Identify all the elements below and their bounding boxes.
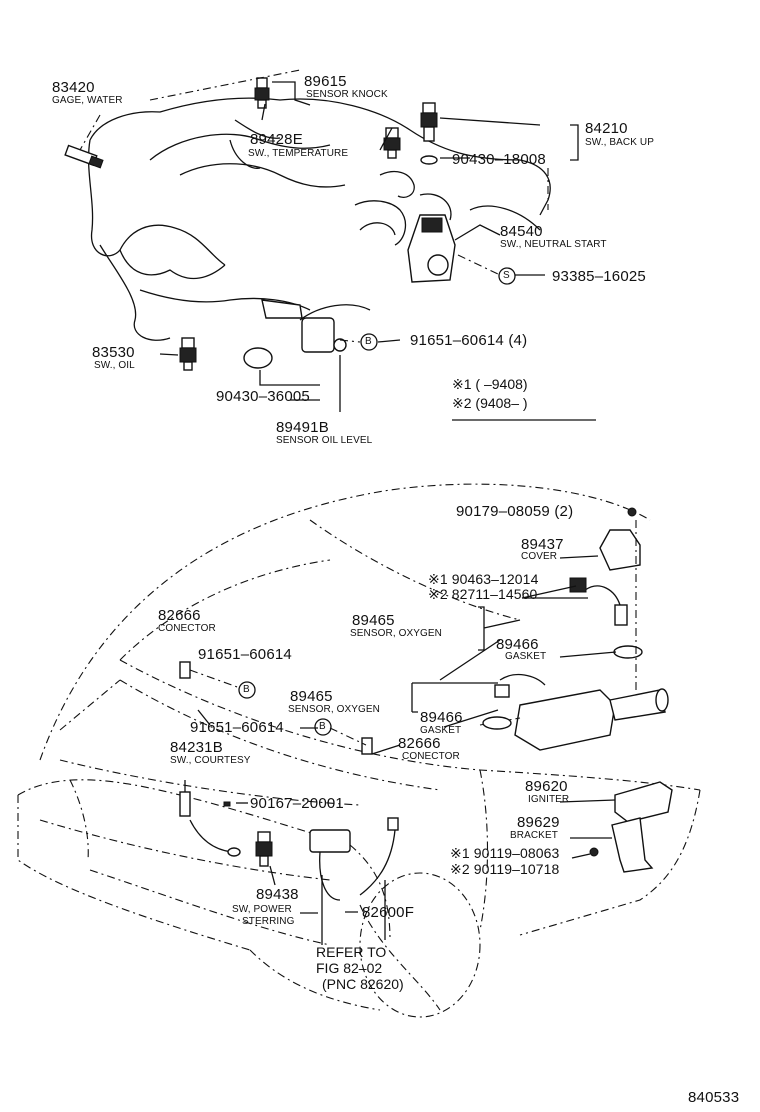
- part-name-89615: SENSOR KNOCK: [306, 89, 388, 100]
- neutral-start-switch-part: [407, 214, 456, 283]
- lower-leaders: [184, 520, 637, 945]
- part-name-82666-1: CONECTOR: [158, 623, 216, 634]
- part-name-89466-2: GASKET: [420, 725, 462, 736]
- part-number-89438: 89438: [256, 886, 299, 903]
- part-number-89428e: 89428E: [250, 131, 303, 148]
- part-name-84210: SW., BACK UP: [585, 137, 654, 148]
- part-number-89491b: 89491B: [276, 419, 329, 436]
- part-number-82711: ※2 82711–14560: [428, 586, 538, 602]
- exhaust-pipe: [479, 688, 669, 751]
- part-number-82600f: 82600F: [362, 904, 415, 921]
- part-number-90430-18008: 90430–18008: [452, 151, 546, 168]
- part-name-89466-1: GASKET: [505, 651, 547, 662]
- oxygen-sensor-2-part: [482, 673, 546, 730]
- car-outline: [17, 483, 701, 1018]
- part-number-90179: 90179–08059 (2): [456, 503, 574, 520]
- part-name-82666-2: CONECTOR: [402, 751, 460, 762]
- part-number-89629: 89629: [517, 814, 560, 831]
- part-number-89466-2: 89466: [420, 709, 463, 726]
- backup-switch-part: [420, 102, 438, 165]
- part-name-89437: COVER: [521, 551, 558, 562]
- circle-b-letter-3: B: [319, 721, 326, 732]
- temperature-switch-part: [383, 127, 401, 159]
- engine-outline: [87, 97, 551, 341]
- part-name-89465-1: SENSOR, OXYGEN: [350, 628, 442, 639]
- part-name-89428e: SW., TEMPERATURE: [248, 148, 349, 159]
- circle-b-letter-2: B: [243, 684, 250, 695]
- refer-line-3: (PNC 82620): [322, 976, 404, 992]
- part-number-89465-2: 89465: [290, 688, 333, 705]
- bracket-part: [589, 817, 654, 873]
- part-number-84231b: 84231B: [170, 739, 223, 756]
- part-number-90430-36005: 90430–36005: [216, 388, 310, 405]
- igniter-part: [614, 781, 673, 823]
- cover-part: [599, 507, 641, 571]
- circle-marks: [238, 267, 516, 736]
- refer-line-2: FIG 82–02: [316, 960, 383, 976]
- part-name-89620: IGNITER: [528, 794, 570, 805]
- circle-b-letter-1: B: [365, 336, 372, 347]
- note-1: ※1 ( –9408): [452, 376, 528, 392]
- part-number-84210: 84210: [585, 120, 628, 137]
- part-number-90119-2: ※2 90119–10718: [450, 861, 560, 877]
- courtesy-switch-part: [179, 791, 241, 857]
- part-number-89437: 89437: [521, 536, 564, 553]
- water-gage-part: [64, 144, 104, 169]
- part-name-83420: GAGE, WATER: [52, 95, 123, 106]
- circle-s-letter: S: [503, 270, 510, 281]
- oil-level-sensor-part: [243, 299, 347, 369]
- part-number-90167: 90167–20001: [250, 795, 344, 812]
- part-number-90463: ※1 90463–12014: [428, 571, 539, 587]
- note-2: ※2 (9408– ): [452, 395, 528, 411]
- part-number-91651-4: 91651–60614 (4): [410, 332, 528, 349]
- oxygen-sensor-1-part: [569, 577, 643, 659]
- knock-sensor-part: [254, 77, 270, 109]
- refer-line-1: REFER TO: [316, 944, 387, 960]
- part-name-84540: SW., NEUTRAL START: [500, 239, 607, 250]
- part-number-83420: 83420: [52, 79, 95, 96]
- power-steering-switch-part: [255, 831, 273, 867]
- engine-leaders: [79, 69, 596, 421]
- part-name-89629: BRACKET: [510, 830, 558, 841]
- part-name-83530: SW., OIL: [94, 360, 135, 371]
- wire-harness-part: [309, 817, 399, 901]
- part-number-89615: 89615: [304, 73, 347, 90]
- part-name-89438-line1: SW, POWER: [232, 904, 292, 915]
- part-number-91651-c: 91651–60614: [190, 719, 284, 736]
- part-number-82666-2: 82666: [398, 735, 441, 752]
- part-number-84540: 84540: [500, 223, 543, 240]
- part-number-82666-1: 82666: [158, 607, 201, 624]
- figure-id: 840533: [688, 1089, 740, 1106]
- part-number-93385: 93385–16025: [552, 268, 646, 285]
- part-name-89465-2: SENSOR, OXYGEN: [288, 704, 380, 715]
- part-number-89620: 89620: [525, 778, 568, 795]
- part-number-83530: 83530: [92, 344, 135, 361]
- part-number-89466-1: 89466: [496, 636, 539, 653]
- part-number-91651-b: 91651–60614: [198, 646, 292, 663]
- part-number-90119-1: ※1 90119–08063: [450, 845, 560, 861]
- part-number-89465-1: 89465: [352, 612, 395, 629]
- part-name-84231b: SW., COURTESY: [170, 755, 251, 766]
- part-name-89491b: SENSOR OIL LEVEL: [276, 435, 373, 446]
- oil-switch-part: [179, 337, 197, 371]
- part-name-89438-line2: STERRING: [242, 916, 295, 927]
